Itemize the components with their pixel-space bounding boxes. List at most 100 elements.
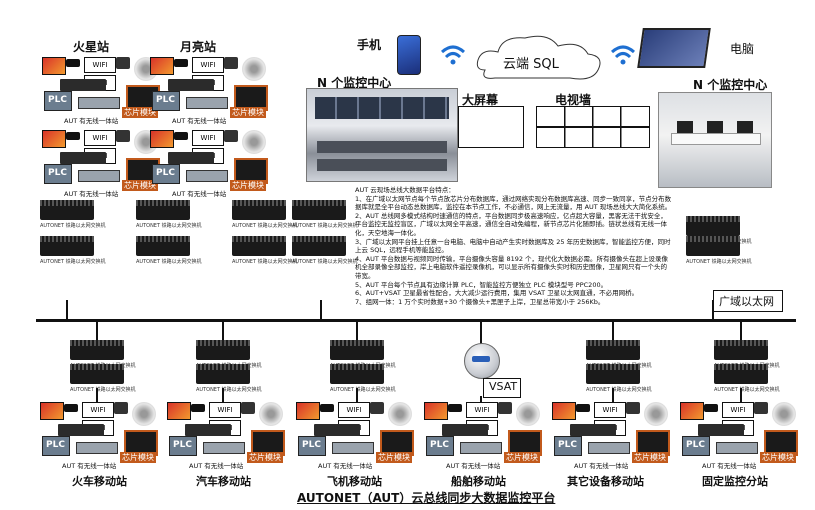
chip-label: 芯片模块 xyxy=(120,452,156,463)
ethernet-switch-device xyxy=(686,216,740,236)
switch-tag: AUTONET 铁路以太网交换机 xyxy=(136,223,202,229)
office-photo xyxy=(658,92,772,188)
station-unit: WIFI WIFI PLC 芯片模块 AUT 有无线一体站 xyxy=(150,55,268,125)
io-module-icon xyxy=(332,442,374,454)
wifi-router-icon xyxy=(370,402,384,414)
wifi-router-icon xyxy=(114,402,128,414)
network-switch-icon xyxy=(60,152,106,164)
ethernet-switch-device xyxy=(292,236,346,256)
notes-line: 4、AUT 平台数据与视频同时传输，平台摄像头容量 8192 个，现代化大数据必… xyxy=(355,254,669,280)
bus-drop-line xyxy=(480,396,482,402)
ethernet-switch-device xyxy=(40,236,94,256)
ethernet-switch-device xyxy=(686,236,740,256)
ethernet-switch-device xyxy=(232,200,286,220)
monitor-screen xyxy=(42,57,66,75)
monitor-screen xyxy=(150,57,174,75)
unit-caption: AUT 有无线一体站 xyxy=(446,462,501,470)
network-switch-icon xyxy=(58,424,104,436)
io-module-icon xyxy=(203,442,245,454)
bus-drop-line xyxy=(66,300,68,320)
plc-label: PLC xyxy=(156,168,175,178)
camera-icon xyxy=(448,404,462,412)
camera-icon xyxy=(66,132,80,140)
camera-icon xyxy=(174,132,188,140)
ethernet-switch-device xyxy=(714,364,768,384)
station-label: 汽车移动站 xyxy=(196,475,251,488)
wifi-router-icon xyxy=(241,402,255,414)
io-module-icon xyxy=(78,170,120,182)
notes-line: 2、AUT 总线网多模式结构时速通信的特点，平台数据同步极高速响应，亿点超大容量… xyxy=(355,211,667,237)
plc-module-icon xyxy=(682,436,710,456)
wifi-badge: WIFI xyxy=(84,130,116,146)
ethernet-switch-device xyxy=(714,340,768,360)
io-module-icon xyxy=(186,97,228,109)
ethernet-switch-device xyxy=(232,236,286,256)
unit-caption: AUT 有无线一体站 xyxy=(702,462,757,470)
chip-label: 芯片模块 xyxy=(632,452,668,463)
dome-camera-icon xyxy=(259,402,283,426)
bus-drop-line xyxy=(612,388,614,402)
io-module-icon xyxy=(186,170,228,182)
monitor-screen xyxy=(40,402,64,420)
dome-camera-icon xyxy=(242,57,266,81)
switch-tag: AUTONET 铁路以太网交换机 xyxy=(196,387,262,393)
wan-label: 广域以太网 xyxy=(719,295,774,308)
vsat-logo xyxy=(472,356,490,362)
plc-label: PLC xyxy=(156,95,175,105)
plc-module-icon xyxy=(554,436,582,456)
network-switch-icon xyxy=(698,424,744,436)
network-switch-icon xyxy=(185,424,231,436)
tv-wall xyxy=(536,106,650,148)
wifi-signal-icon xyxy=(440,45,466,65)
switch-tag: AUTONET 铁路以太网交换机 xyxy=(686,259,752,265)
wifi-badge: WIFI xyxy=(722,402,754,418)
station-label: 固定监控分站 xyxy=(702,475,768,488)
station-label: 其它设备移动站 xyxy=(567,475,644,488)
unit-caption: AUT 有无线一体站 xyxy=(318,462,373,470)
bus-drop-line xyxy=(740,388,742,402)
plc-label: PLC xyxy=(686,440,705,450)
monitor-screen xyxy=(680,402,704,420)
plc-module-icon xyxy=(169,436,197,456)
wifi-badge: WIFI xyxy=(594,402,626,418)
monitor-screen xyxy=(424,402,448,420)
unit-caption: AUT 有无线一体站 xyxy=(172,117,227,125)
bus-drop-line xyxy=(612,322,614,340)
wan-bus-line xyxy=(36,319,796,322)
station-label: 船舶移动站 xyxy=(451,475,506,488)
plc-module-icon xyxy=(44,91,72,111)
io-module-icon xyxy=(460,442,502,454)
cloud-sql-icon xyxy=(476,35,601,80)
dome-camera-icon xyxy=(388,402,412,426)
wifi-router-icon xyxy=(498,402,512,414)
monitor-screen xyxy=(167,402,191,420)
chip-module-icon xyxy=(380,430,414,456)
network-switch-icon xyxy=(168,152,214,164)
phone-icon xyxy=(397,35,421,75)
station-unit: WIFI WIFI PLC 芯片模块 AUT 有无线一体站 xyxy=(40,400,158,470)
notes-line: 5、AUT 平台每个节点具有边缘计算 PLC，智能监控方便独立 PLC 模块型号… xyxy=(355,280,608,289)
ethernet-switch-device xyxy=(136,236,190,256)
notes-line: 7、组网一体：1 万个实时数据+30 个摄像头+黑匣子上岸，卫星总带宽小于 25… xyxy=(355,297,605,306)
wifi-router-icon xyxy=(116,130,130,142)
wifi-badge: WIFI xyxy=(338,402,370,418)
big-screen xyxy=(458,106,524,148)
ethernet-switch-device xyxy=(196,364,250,384)
network-switch-icon xyxy=(314,424,360,436)
wifi-router-icon xyxy=(754,402,768,414)
tv-wall-label: 电视墙 xyxy=(555,93,592,107)
wifi-badge: WIFI xyxy=(84,57,116,73)
dome-camera-icon xyxy=(644,402,668,426)
switch-tag: AUTONET 铁路以太网交换机 xyxy=(714,387,780,393)
wifi-router-icon xyxy=(224,57,238,69)
plc-label: PLC xyxy=(173,440,192,450)
monitor-center-label: N 个监控中心 xyxy=(317,76,392,90)
station-label-moon: 月亮站 xyxy=(180,40,217,54)
notes-line: 1、在广域以太网节点每个节点放芯片分布数据库，通过网络实现分布数据库高速、同步一… xyxy=(355,194,672,212)
unit-caption: AUT 有无线一体站 xyxy=(64,190,119,198)
computer-label: 电脑 xyxy=(730,42,755,56)
camera-icon xyxy=(320,404,334,412)
station-unit: WIFI WIFI PLC 芯片模块 AUT 有无线一体站 xyxy=(296,400,414,470)
ethernet-switch-device xyxy=(330,340,384,360)
bus-drop-line xyxy=(712,300,714,320)
